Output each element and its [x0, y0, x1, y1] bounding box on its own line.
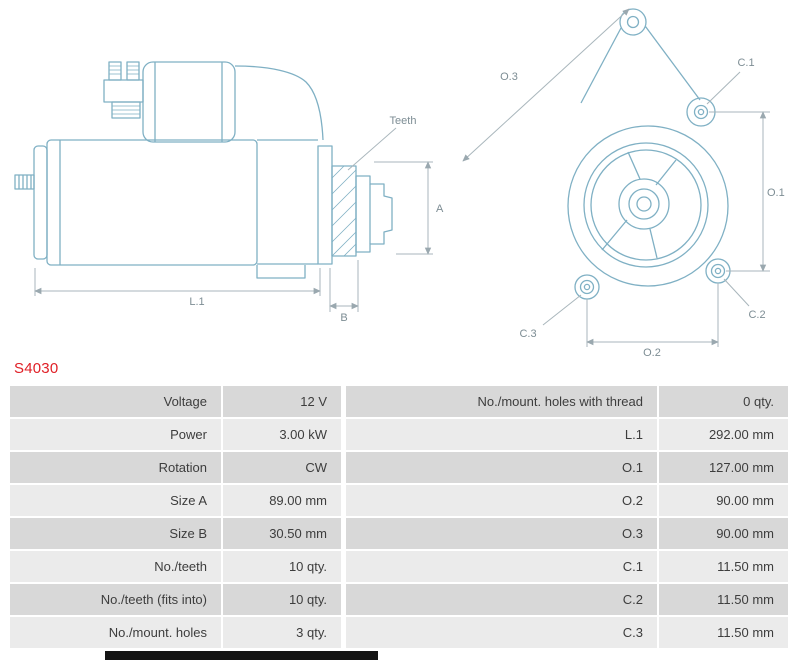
spec-label-cell: Voltage — [10, 386, 221, 417]
dim-label-c3: C.3 — [519, 328, 536, 340]
spec-value-cell: CW — [223, 452, 341, 483]
spec-row: Rotation CW O.1 127.00 mm — [10, 452, 790, 483]
spec-label-cell: O.2 — [346, 485, 657, 516]
spec-value-cell: 292.00 mm — [659, 419, 788, 450]
spec-row: No./mount. holes 3 qty. C.3 11.50 mm — [10, 617, 790, 648]
side-view-dimension-lines — [34, 127, 433, 312]
spec-table: Voltage 12 V No./mount. holes with threa… — [10, 386, 790, 648]
dim-label-b: B — [340, 312, 347, 324]
spec-value-cell: 0 qty. — [659, 386, 788, 417]
spec-row: Voltage 12 V No./mount. holes with threa… — [10, 386, 790, 417]
dim-label-l1: L.1 — [189, 296, 204, 308]
dim-label-o1: O.1 — [767, 187, 785, 199]
spec-value-cell: 30.50 mm — [223, 518, 341, 549]
spec-value-cell: 12 V — [223, 386, 341, 417]
spec-label-cell: Size B — [10, 518, 221, 549]
dim-label-o2: O.2 — [643, 347, 661, 358]
spec-value-cell: 3 qty. — [223, 617, 341, 648]
dim-label-a: A — [436, 203, 444, 215]
spec-value-cell: 90.00 mm — [659, 518, 788, 549]
spec-value-cell: 11.50 mm — [659, 551, 788, 582]
front-view-dimension-lines — [462, 8, 770, 347]
spec-label-cell: C.2 — [346, 584, 657, 615]
part-number: S4030 — [14, 360, 59, 377]
spec-value-cell: 90.00 mm — [659, 485, 788, 516]
spec-label-cell: L.1 — [346, 419, 657, 450]
spec-label-cell: Power — [10, 419, 221, 450]
spec-row: Size B 30.50 mm O.3 90.00 mm — [10, 518, 790, 549]
spec-value-cell: 10 qty. — [223, 584, 341, 615]
spec-label-cell: O.3 — [346, 518, 657, 549]
dim-label-teeth: Teeth — [390, 115, 417, 127]
dim-label-o3: O.3 — [500, 71, 518, 83]
spec-label-cell: No./teeth — [10, 551, 221, 582]
product-technical-diagram: Teeth A L.1 B — [14, 8, 785, 358]
spec-label-cell: No./mount. holes — [10, 617, 221, 648]
dim-label-c1: C.1 — [737, 57, 754, 69]
spec-row: No./teeth 10 qty. C.1 11.50 mm — [10, 551, 790, 582]
spec-value-cell: 11.50 mm — [659, 617, 788, 648]
spec-row: No./teeth (fits into) 10 qty. C.2 11.50 … — [10, 584, 790, 615]
spec-value-cell: 11.50 mm — [659, 584, 788, 615]
spec-row: Size A 89.00 mm O.2 90.00 mm — [10, 485, 790, 516]
cropped-bottom-element — [105, 651, 378, 660]
spec-label-cell: C.1 — [346, 551, 657, 582]
dim-label-c2: C.2 — [748, 309, 765, 321]
side-view-labels: Teeth A L.1 B — [189, 115, 444, 324]
spec-label-cell: C.3 — [346, 617, 657, 648]
spec-label-cell: No./mount. holes with thread — [346, 386, 657, 417]
front-view-starter-motor — [567, 8, 731, 300]
spec-label-cell: Rotation — [10, 452, 221, 483]
spec-value-cell: 89.00 mm — [223, 485, 341, 516]
side-view-starter-motor — [14, 61, 393, 279]
spec-value-cell: 127.00 mm — [659, 452, 788, 483]
spec-label-cell: O.1 — [346, 452, 657, 483]
spec-label-cell: Size A — [10, 485, 221, 516]
front-view-labels: O.3 C.1 O.1 C.2 C.3 O.2 — [500, 57, 785, 358]
spec-label-cell: No./teeth (fits into) — [10, 584, 221, 615]
spec-value-cell: 10 qty. — [223, 551, 341, 582]
spec-value-cell: 3.00 kW — [223, 419, 341, 450]
spec-row: Power 3.00 kW L.1 292.00 mm — [10, 419, 790, 450]
